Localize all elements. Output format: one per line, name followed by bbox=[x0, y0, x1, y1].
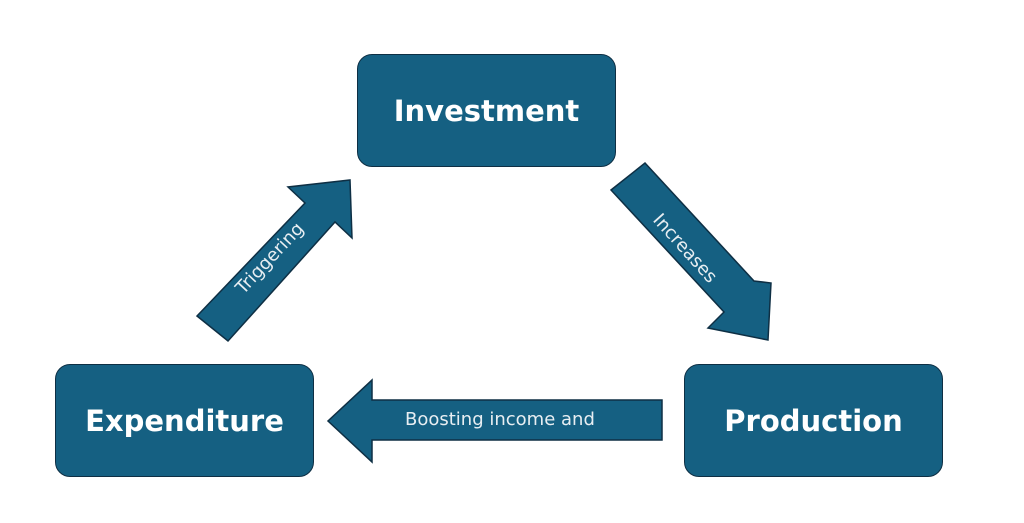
node-production-label: Production bbox=[724, 403, 903, 438]
node-expenditure-label: Expenditure bbox=[85, 403, 284, 438]
node-production: Production bbox=[684, 364, 943, 477]
node-expenditure: Expenditure bbox=[55, 364, 314, 477]
arrow-label-boosting: Boosting income and bbox=[405, 409, 595, 430]
node-investment-label: Investment bbox=[393, 93, 580, 128]
arrow-boosting bbox=[326, 378, 663, 464]
arrow-increases bbox=[609, 161, 772, 341]
node-investment: Investment bbox=[357, 54, 616, 167]
arrow-triggering bbox=[195, 179, 353, 343]
